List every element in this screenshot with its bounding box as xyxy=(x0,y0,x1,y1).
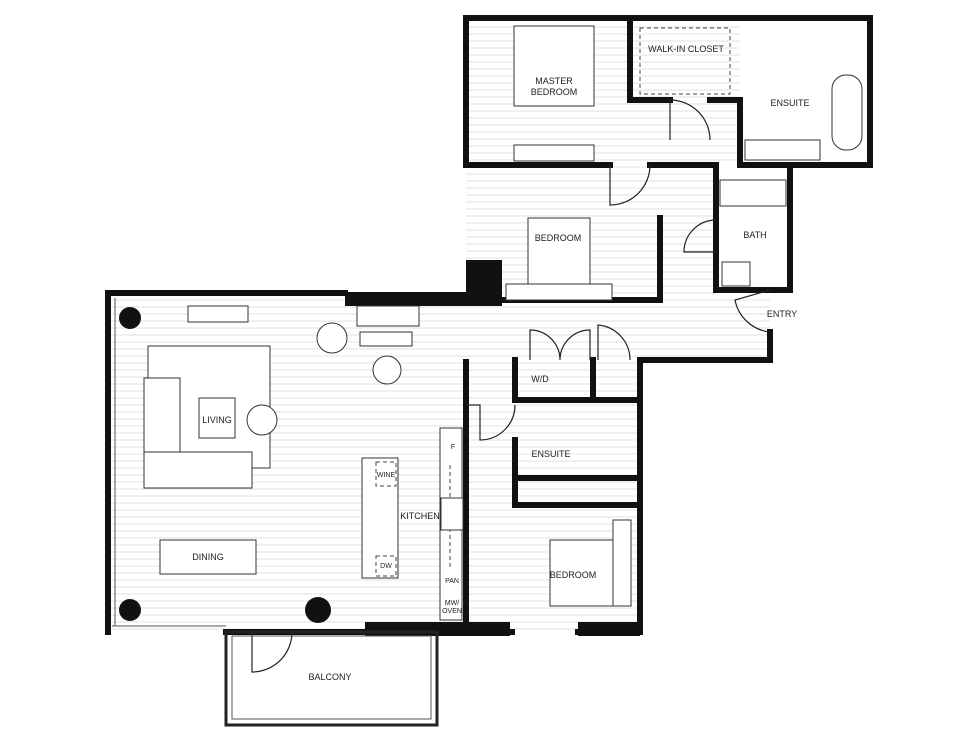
column xyxy=(119,307,141,329)
label-wine: WINE xyxy=(377,472,396,479)
kitchen-island xyxy=(361,457,399,579)
doors xyxy=(251,99,771,673)
label-dining: DINING xyxy=(192,552,224,562)
dining-table xyxy=(159,539,257,575)
label-ensuite-2: ENSUITE xyxy=(531,449,570,459)
label-bath: BATH xyxy=(743,230,766,240)
balcony xyxy=(224,630,439,727)
label-master-bedroom-1: MASTER xyxy=(535,76,573,86)
label-mw-1: MW/ xyxy=(445,600,459,607)
label-pantry: PAN xyxy=(445,578,459,585)
interior-walls xyxy=(463,15,873,635)
bedroom-bed xyxy=(527,217,591,285)
bath-tub xyxy=(719,179,787,207)
label-bedroom-2: BEDROOM xyxy=(535,233,582,243)
label-kitchen: KITCHEN xyxy=(400,511,440,521)
column xyxy=(305,597,331,623)
label-walk-in-closet: WALK-IN CLOSET xyxy=(648,44,724,54)
label-living: LIVING xyxy=(202,415,232,425)
tv xyxy=(187,305,249,323)
label-laundry: W/D xyxy=(531,374,549,384)
label-bedroom-3: BEDROOM xyxy=(550,570,597,580)
room-labels: MASTER BEDROOM WALK-IN CLOSET ENSUITE BE… xyxy=(192,44,809,682)
label-fridge: F xyxy=(451,444,455,451)
label-ensuite-master: ENSUITE xyxy=(770,98,809,108)
bench xyxy=(359,331,413,347)
furniture xyxy=(143,25,863,621)
label-balcony: BALCONY xyxy=(308,672,351,682)
bathtub xyxy=(831,74,863,151)
column xyxy=(119,599,141,621)
master-bed xyxy=(513,25,595,107)
cooktop xyxy=(440,497,464,531)
label-mw-2: OVEN xyxy=(442,608,462,615)
label-entry: ENTRY xyxy=(767,309,797,319)
label-master-bedroom-2: BEDROOM xyxy=(531,87,578,97)
coffee-table xyxy=(198,397,236,439)
label-dishwasher: DW xyxy=(380,563,392,570)
